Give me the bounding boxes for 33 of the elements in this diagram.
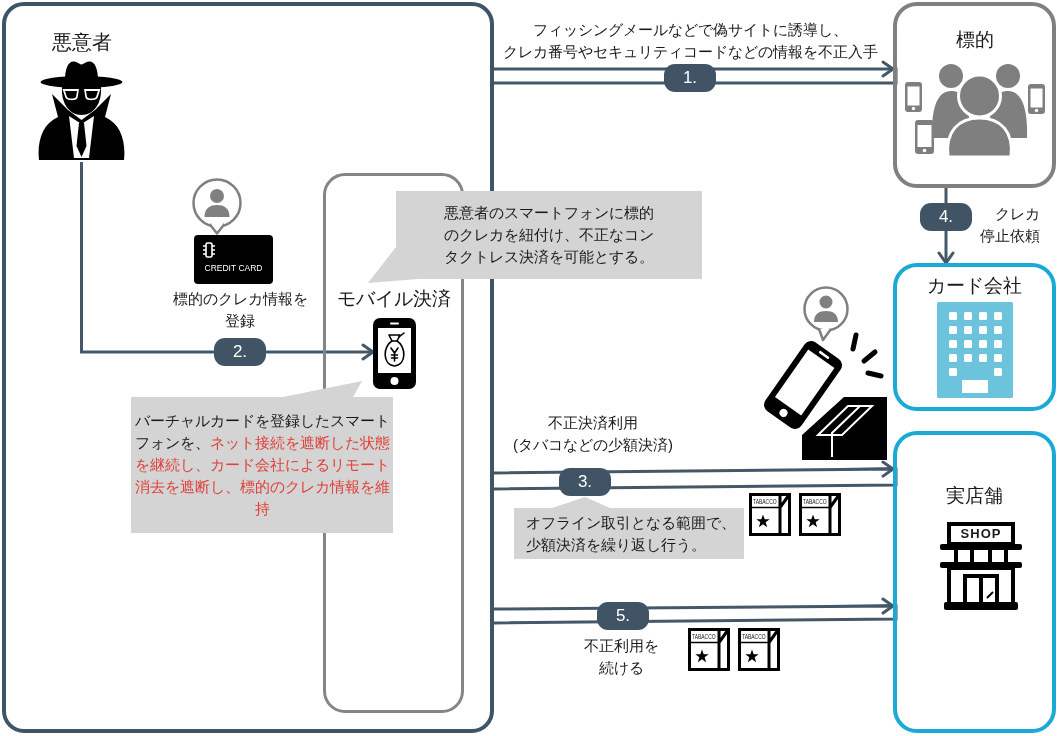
entity-title: カード会社 — [927, 274, 1022, 298]
callout-text: オフライン取引となる範囲で、少額決済を繰り返し行う。 — [526, 512, 737, 555]
annotation-text: 不正決済利用(タバコなどの少額決済) — [512, 413, 674, 455]
pack-label: TABACCO — [753, 496, 777, 506]
annotation-text: フィッシングメールなどで偽サイトに誘導し、クレカ番号やセキュリティコードなどの情報を不正入手 — [501, 20, 879, 62]
panel-title: モバイル決済 — [336, 287, 451, 311]
step-number: 1. — [664, 64, 716, 92]
step-number: 4. — [920, 203, 972, 231]
annotation-text: クレカ停止依頼 — [979, 204, 1041, 246]
actor-label: 悪意者 — [51, 30, 112, 54]
arrow — [80, 162, 375, 361]
step-number: 3. — [559, 468, 611, 496]
callout-text: 悪意者のスマートフォンに標的のクレカを紐付け、不正なコンタクトレス決済を可能とする。 — [443, 203, 655, 267]
entity-title: 標的 — [955, 28, 994, 52]
double-arrow — [492, 597, 898, 625]
callout-text: バーチャルカードを登録したスマートフォンを、ネット接続を遮断した状態を継続し、カード会社によるリモート消去を遮断し、標的のクレカ情報を維持 — [134, 411, 390, 519]
annotation-text: 標的のクレカ情報を登録 — [171, 289, 309, 331]
pack-label: TABACCO — [692, 631, 716, 641]
pack-label: TABACCO — [803, 496, 827, 506]
entity-box — [893, 263, 1056, 411]
smartphone-yen-bag-icon — [373, 318, 416, 389]
card-label: CREDIT CARD — [204, 263, 263, 274]
step-number: 5. — [597, 602, 649, 630]
annotation-text: 不正利用を続ける — [582, 636, 660, 678]
double-arrow — [492, 460, 898, 491]
speech-callout — [514, 497, 744, 559]
shop-sign-text: SHOP — [960, 526, 1002, 542]
entity-box — [893, 431, 1056, 733]
entity-title: 実店舗 — [946, 484, 1003, 508]
step-number: 2. — [214, 338, 266, 366]
pack-label: TABACCO — [742, 631, 766, 641]
entity-box — [893, 2, 1056, 188]
speech-callout — [131, 381, 393, 533]
